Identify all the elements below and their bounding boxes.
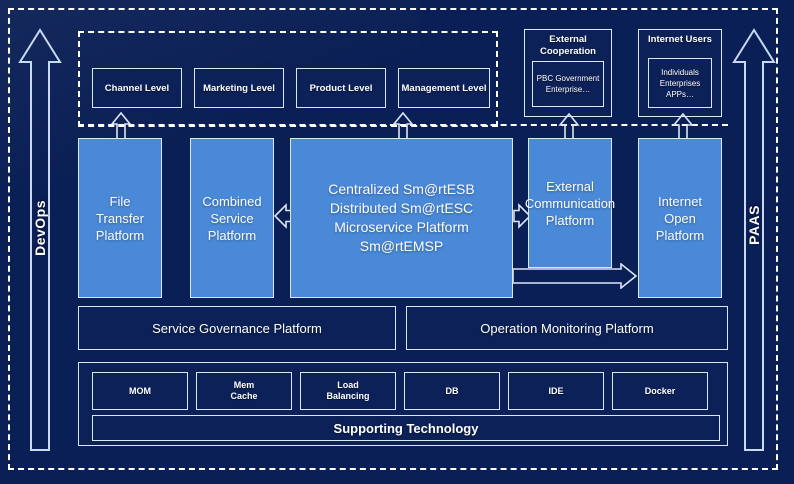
tech-box-ide[interactable]: IDE [508, 372, 604, 410]
internet-users-detail: Individuals Enterprises APPs… [648, 58, 712, 108]
detail-line-1: Individuals [661, 67, 699, 77]
level-box-product[interactable]: Product Level [296, 68, 386, 108]
detail-line-1: PBC Government [536, 74, 600, 83]
tech-box-db[interactable]: DB [404, 372, 500, 410]
combined-service-platform[interactable]: Combined Service Platform [190, 138, 274, 298]
platform-label-line-3: Platform [545, 212, 595, 228]
operation-monitoring-platform-bar[interactable]: Operation Monitoring Platform [406, 306, 728, 350]
platform-label-line-3: Platform [207, 227, 257, 243]
tech-label-line-1: Load [337, 380, 359, 390]
internet-users-title: Internet Users [639, 34, 721, 46]
tech-box-mem-cache[interactable]: Mem Cache [196, 372, 292, 410]
outer-dashed-frame [8, 8, 778, 470]
platform-label-line-3: Platform [95, 227, 145, 243]
tech-label-line-1: DB [445, 385, 459, 396]
devops-arrow [18, 28, 62, 452]
business-levels-group [78, 31, 498, 127]
level-label: Channel Level [104, 82, 170, 94]
long-right-arrow-esb-to-internet-open-platform [512, 262, 638, 294]
platform-label-line-1: Combined [202, 193, 262, 209]
level-label: Marketing Level [203, 82, 275, 94]
paas-label: PAAS [746, 205, 762, 245]
supporting-technology-label: Supporting Technology [333, 420, 479, 436]
tech-label-line-2: Balancing [326, 391, 370, 401]
tech-box-docker[interactable]: Docker [612, 372, 708, 410]
detail-line-3: APPs… [665, 89, 694, 99]
platform-label-line-1: File [109, 193, 131, 209]
tech-label-line-1: Docker [644, 385, 676, 396]
tech-label-line-1: MOM [129, 385, 151, 396]
centralized-esb-platform[interactable]: Centralized Sm@rtESB Distributed Sm@rtES… [290, 138, 513, 298]
supporting-technology-bar[interactable]: Supporting Technology [92, 415, 720, 441]
platform-label-line-2: Open [664, 210, 696, 226]
bar-label: Service Governance Platform [152, 320, 322, 336]
level-box-marketing[interactable]: Marketing Level [194, 68, 284, 108]
tech-label-line-1: Mem [233, 380, 255, 390]
bar-label: Operation Monitoring Platform [480, 320, 654, 336]
service-governance-platform-bar[interactable]: Service Governance Platform [78, 306, 396, 350]
platform-label-line-2: Service [210, 210, 254, 226]
platform-label-line-1: External [546, 178, 594, 194]
levels-separator-dashed-line [78, 124, 728, 126]
platform-label-line-2: Transfer [96, 210, 144, 226]
detail-line-2: Enterprise… [545, 85, 591, 94]
tech-label-line-2: Cache [230, 391, 258, 401]
paas-arrow [732, 28, 776, 452]
external-cooperation-title: External Cooperation [525, 34, 611, 58]
devops-label: DevOps [32, 200, 48, 256]
platform-label-line-3: Platform [655, 227, 705, 243]
platform-label-line-2: Distributed Sm@rtESC [329, 200, 474, 216]
tech-label-line-1: IDE [548, 385, 564, 396]
platform-label-line-1: Internet [657, 193, 703, 209]
external-cooperation-detail: PBC Government Enterprise… [532, 61, 604, 107]
tech-box-load-balancing[interactable]: Load Balancing [300, 372, 396, 410]
level-box-channel[interactable]: Channel Level [92, 68, 182, 108]
internet-open-platform[interactable]: Internet Open Platform [638, 138, 722, 298]
detail-line-2: Enterprises [659, 78, 701, 88]
level-label: Product Level [309, 82, 373, 94]
level-box-management[interactable]: Management Level [398, 68, 490, 108]
platform-label-line-3: Microservice Platform Sm@rtEMSP [334, 219, 469, 254]
level-label: Management Level [401, 82, 487, 94]
external-communication-platform[interactable]: External Communication Platform [524, 138, 616, 268]
platform-label-line-2: Communication [524, 195, 616, 211]
right-arrow-esb-to-external-communication [513, 203, 532, 234]
title-line-1: Internet Users [648, 34, 712, 45]
title-line-1: External [549, 34, 587, 45]
file-transfer-platform[interactable]: File Transfer Platform [78, 138, 162, 298]
title-line-2: Cooperation [540, 46, 596, 57]
tech-box-mom[interactable]: MOM [92, 372, 188, 410]
platform-label-line-1: Centralized Sm@rtESB [328, 181, 475, 197]
